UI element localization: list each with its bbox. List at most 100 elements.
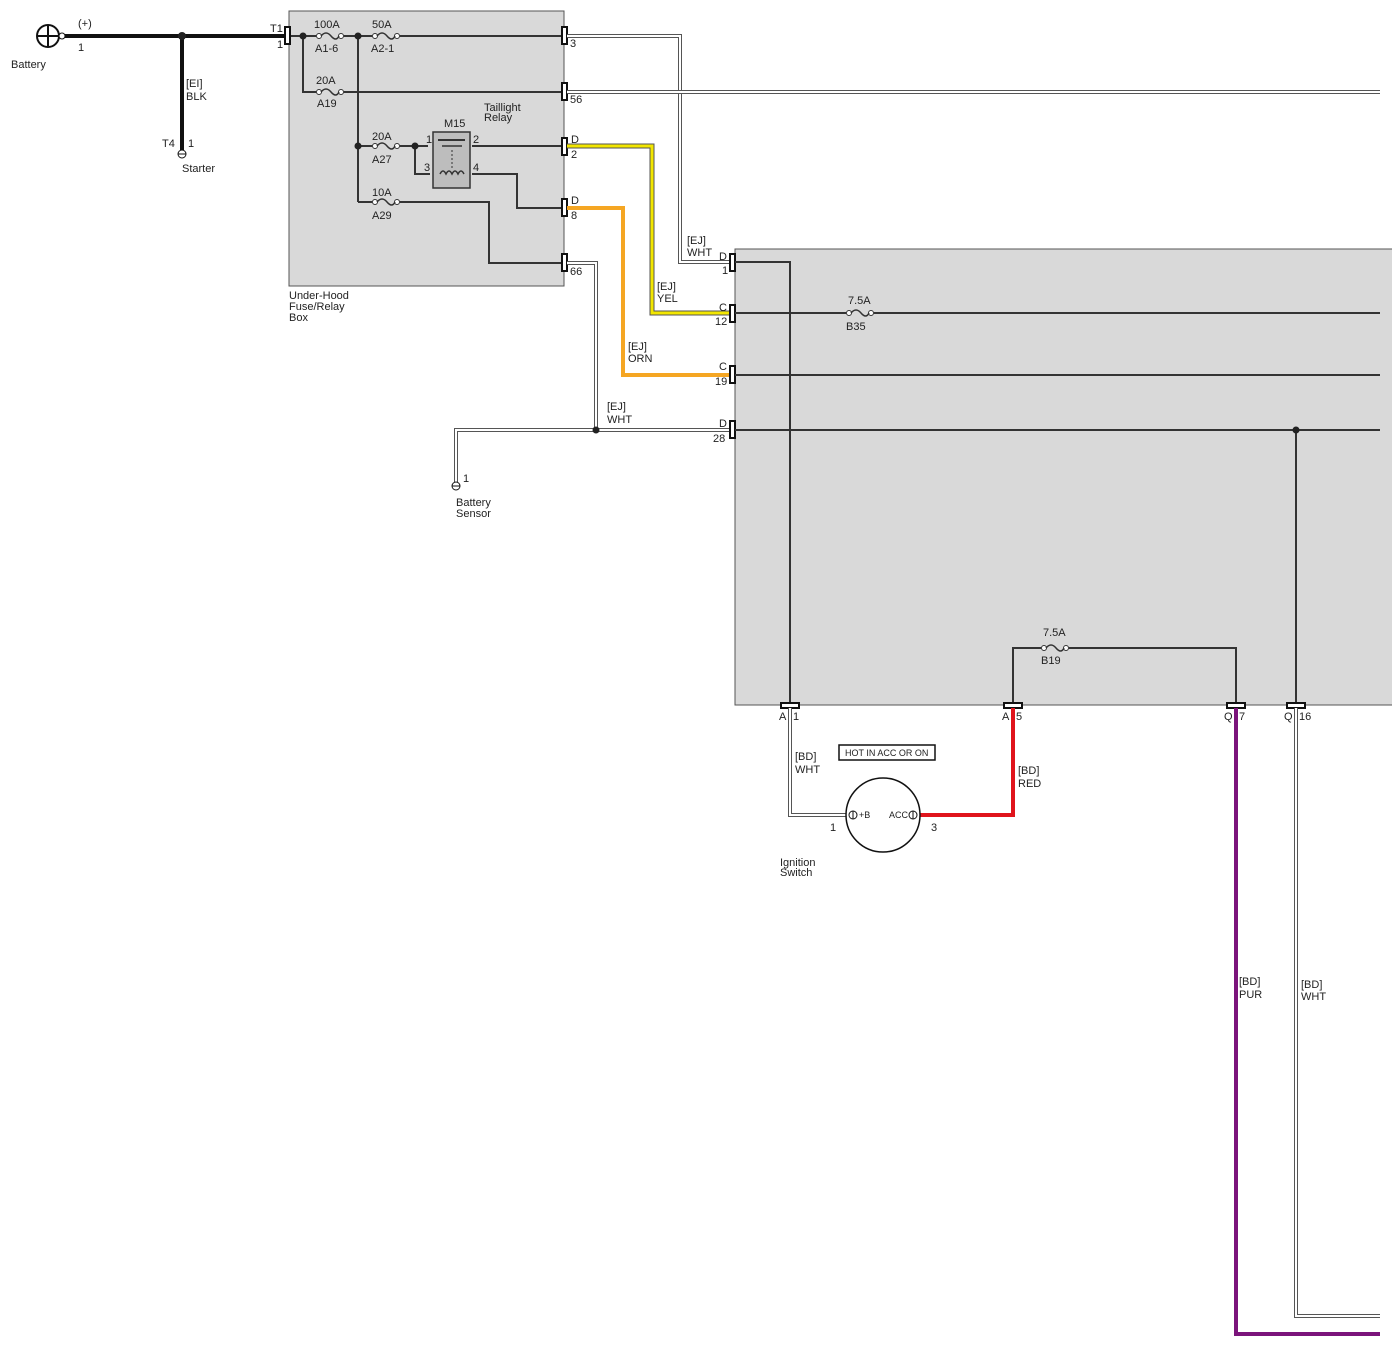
dash-out-conn-a5: A — [1002, 711, 1010, 723]
dash-out-pin-1: 1 — [793, 711, 799, 723]
fuse-b35-id: B35 — [846, 321, 866, 333]
dash-conn-c19 — [729, 365, 736, 384]
ignition-note: HOT IN ACC OR ON — [845, 748, 928, 758]
wire-ej-yel-code: [EJ] — [657, 281, 676, 293]
wire-bd-red — [918, 708, 1015, 817]
splice-uh-2 — [354, 32, 362, 40]
relay-icon — [432, 131, 471, 189]
wire-ej-wht-2-code: [EJ] — [607, 401, 626, 413]
uh-wire-relay-coil — [414, 146, 430, 175]
wire-ei-code: [EI] — [186, 78, 203, 90]
dash-in-pin-28: 28 — [713, 433, 725, 445]
wire-ej-orn-code: [EJ] — [628, 341, 647, 353]
battery-polarity: (+) — [78, 18, 92, 30]
fuse-b19-rating: 7.5A — [1043, 627, 1066, 639]
uh-box-label-2: Fuse/Relay — [289, 301, 345, 313]
wire-ej-wht-1-code: [EJ] — [687, 235, 706, 247]
battery-label: Battery — [11, 59, 46, 71]
battery-sensor-label-1: Battery — [456, 497, 491, 509]
uh-conn-66 — [561, 253, 568, 272]
wire-bd-red-code: [BD] — [1018, 765, 1039, 777]
battery-sensor-pin: 1 — [463, 473, 469, 485]
t1-connector-symbol — [284, 26, 291, 45]
uh-box-label-3: Box — [289, 312, 308, 324]
wire-ej-yel — [567, 143, 731, 316]
splice-dash-d28 — [1292, 426, 1300, 434]
fuse-a29-id: A29 — [372, 210, 392, 222]
t1-pin: 1 — [277, 39, 283, 51]
fuse-a27-icon — [372, 142, 400, 150]
splice-uh-1 — [299, 32, 307, 40]
dash-conn-q7 — [1226, 702, 1246, 709]
fuse-a27-id: A27 — [372, 154, 392, 166]
uh-out-pin-2: 2 — [571, 149, 577, 161]
wire-ej-wht-2-color: WHT — [607, 414, 632, 426]
relay-pin-4: 4 — [473, 162, 479, 174]
relay-label-1: Taillight — [484, 102, 521, 114]
dash-conn-d28 — [729, 420, 736, 439]
fuse-a29-icon — [372, 198, 400, 206]
dash-wire-d28 — [735, 429, 1380, 703]
wire-ej-wht-1 — [567, 34, 731, 264]
fuse-a1-6-id: A1-6 — [315, 43, 338, 55]
fuse-a27-rating: 20A — [372, 131, 392, 143]
dash-in-conn-d28: D — [719, 418, 727, 430]
fuse-a1-6-rating: 100A — [314, 19, 340, 31]
wire-ei-color: BLK — [186, 91, 207, 103]
ignition-pin-1: 1 — [830, 822, 836, 834]
uh-wire-relay-out4 — [472, 173, 562, 209]
battery-symbol — [36, 24, 66, 48]
fuse-b19-id: B19 — [1041, 655, 1061, 667]
fuse-b35-rating: 7.5A — [848, 295, 871, 307]
wire-ej-wht-2 — [454, 261, 731, 482]
ignition-switch-icon — [845, 777, 921, 853]
wire-bd-pur-code: [BD] — [1239, 976, 1260, 988]
relay-pin-2: 2 — [473, 134, 479, 146]
starter-connector: T4 — [162, 138, 175, 150]
starter-terminal-icon — [177, 149, 187, 159]
wire-ej-wht-1-color: WHT — [687, 247, 712, 259]
wire-bd-wht-1 — [788, 708, 848, 817]
uh-out-pin-56: 56 — [570, 94, 582, 106]
uh-conn-d8 — [561, 198, 568, 217]
wire-bd-wht-2-color: WHT — [1301, 991, 1326, 1003]
dash-in-conn-d1: D — [719, 251, 727, 263]
uh-wire-a29 — [358, 201, 562, 264]
ignition-label-1: Ignition — [780, 857, 815, 869]
uh-conn-56 — [561, 82, 568, 101]
dash-conn-a1 — [780, 702, 800, 709]
uh-out-conn-d2: D — [571, 134, 579, 146]
fuse-a29-rating: 10A — [372, 187, 392, 199]
dash-conn-c12 — [729, 304, 736, 323]
battery-sensor-label-2: Sensor — [456, 508, 491, 520]
ignition-terminal-b: +B — [859, 810, 870, 820]
wire-bd-wht-1-code: [BD] — [795, 751, 816, 763]
dash-in-conn-c12: C — [719, 302, 727, 314]
ignition-note-box — [838, 744, 936, 761]
relay-pin-1: 1 — [426, 134, 432, 146]
uh-out-pin-3: 3 — [570, 38, 576, 50]
wire-ej-yel-color: YEL — [657, 293, 678, 305]
fuse-b19-icon — [1041, 644, 1069, 652]
ignition-pin-3: 3 — [931, 822, 937, 834]
splice-battery-sensor — [592, 426, 600, 434]
fuse-b35-icon — [846, 309, 874, 317]
uh-out-pin-8: 8 — [571, 210, 577, 222]
underhood-fuse-relay-box — [288, 10, 565, 287]
fuse-a2-1-rating: 50A — [372, 19, 392, 31]
dash-wire-d1 — [735, 261, 791, 703]
starter-pin: 1 — [188, 138, 194, 150]
battery-pin: 1 — [78, 42, 84, 54]
uh-box-label-1: Under-Hood — [289, 290, 349, 302]
dash-out-pin-5: 5 — [1016, 711, 1022, 723]
fuse-a19-id: A19 — [317, 98, 337, 110]
dash-conn-d1 — [729, 253, 736, 272]
dash-out-pin-16: 16 — [1299, 711, 1311, 723]
dash-wire-b19 — [1012, 647, 1237, 703]
relay-label-2: Relay — [484, 112, 513, 124]
splice-battery — [178, 32, 186, 40]
wire-ej-orn — [567, 206, 731, 377]
dash-in-pin-12: 12 — [715, 316, 727, 328]
relay-id: M15 — [444, 118, 465, 130]
ignition-terminal-acc: ACC — [889, 810, 909, 820]
